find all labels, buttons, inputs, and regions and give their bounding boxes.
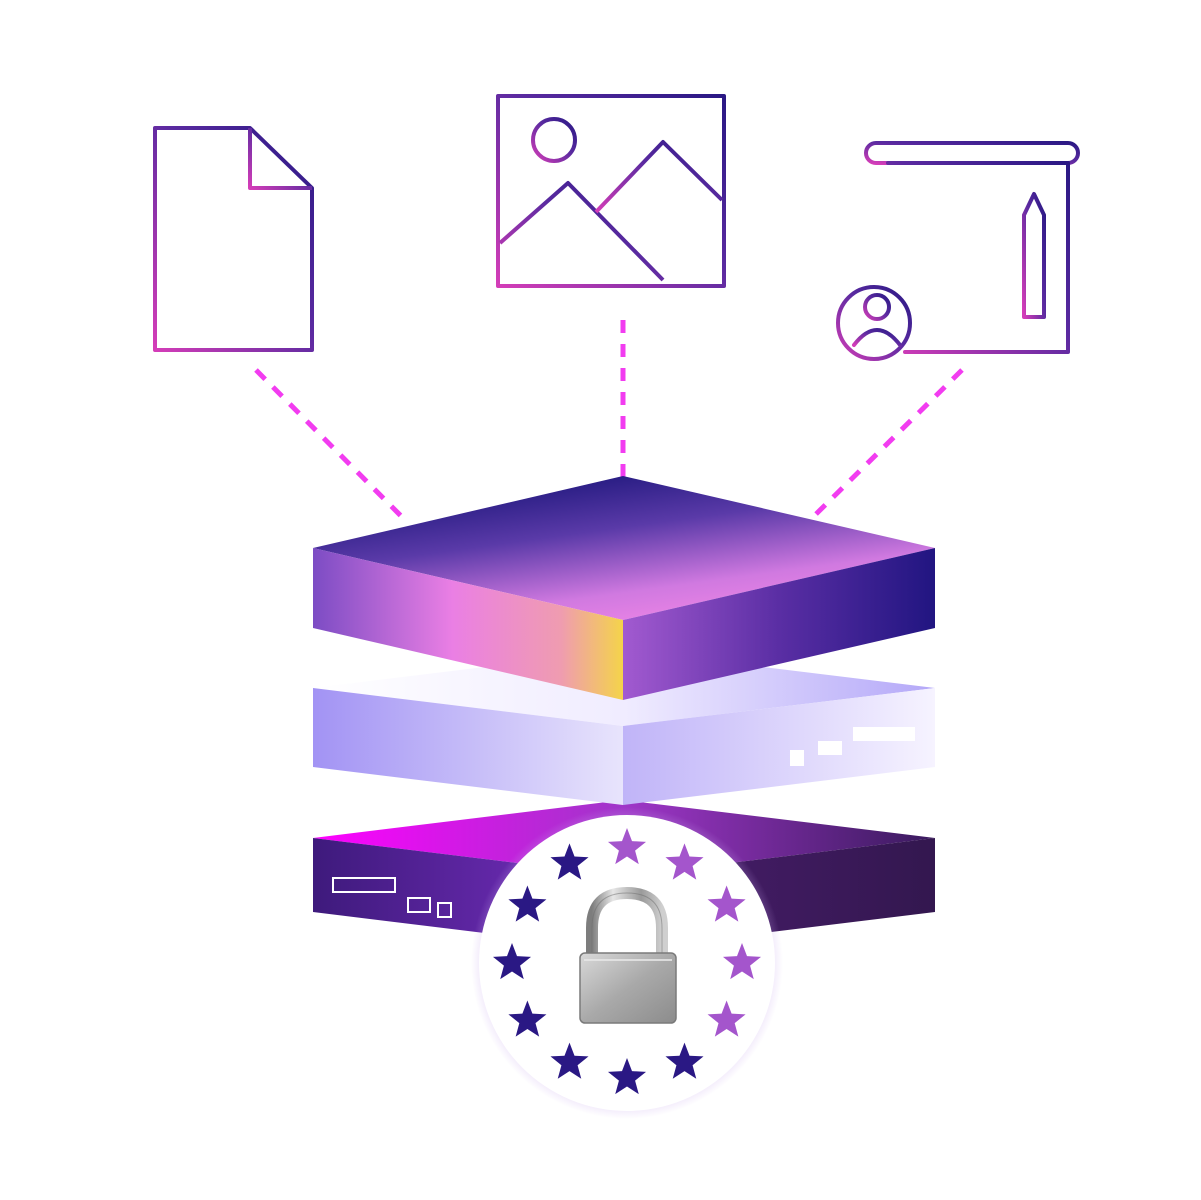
eu-star-icon [707,1000,746,1037]
eu-star-icon [707,885,746,922]
storage-layer-top [313,476,935,700]
eu-star-icon [607,1058,647,1095]
eu-star-icon [492,943,532,980]
eu-star-icon [508,1000,547,1037]
connector-certificate [808,368,964,522]
status-lights-bottom [332,877,452,918]
certificate-icon [836,141,1080,361]
padlock-icon [579,886,677,1024]
storage-layer-middle [313,650,935,805]
eu-star-icon [665,843,704,880]
eu-star-icon [550,1042,589,1079]
eu-star-icon [550,843,589,880]
eu-star-icon [607,828,647,865]
connector-lines [254,320,964,522]
status-lights-middle [790,727,915,766]
eu-privacy-badge [471,807,783,1119]
eu-stars-ring [492,828,762,1095]
document-icon [153,126,314,352]
eu-star-icon [508,885,547,922]
image-icon [496,94,726,288]
eu-star-icon [722,943,762,980]
connector-document [254,368,407,522]
eu-star-icon [665,1042,704,1079]
